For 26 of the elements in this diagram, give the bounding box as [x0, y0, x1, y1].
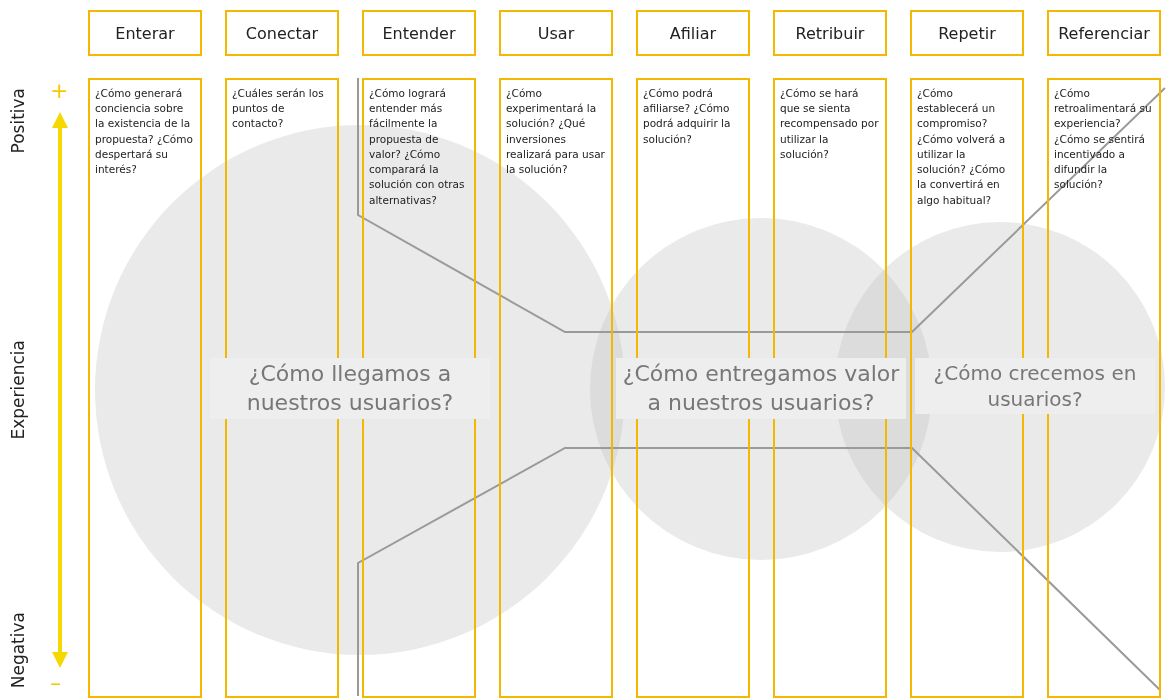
axis-label: Experiencia [8, 340, 28, 440]
stage-header: Entender [362, 10, 476, 56]
question-text: ¿Cómo logrará entender más fácilmente la propuesta de valor? ¿Cómo comparará la solución con otras alternativas? [369, 86, 466, 208]
stage-header: Repetir [910, 10, 1024, 56]
question-text: ¿Cómo retroalimentará su experiencia? ¿Cómo se sentirá incentivado a difundir la solución? [1054, 86, 1153, 193]
minus-sign: – [50, 672, 61, 694]
stage-header: Afiliar [636, 10, 750, 56]
stage-header: Referenciar [1047, 10, 1161, 56]
question-text: ¿Cómo establecerá un compromiso? ¿Cómo volverá a utilizar la solución? ¿Cómo la convertirá en algo habitual? [917, 86, 1007, 208]
circle-title: ¿Cómo crecemos en usuarios? [915, 358, 1155, 414]
axis-label: Negativa [8, 612, 28, 689]
stage-header: Usar [499, 10, 613, 56]
question-text: ¿Cómo experimentará la solución? ¿Qué inversiones realizará para usar la solución? [506, 86, 606, 178]
circle-title: ¿Cómo llegamos a nuestros usuarios? [210, 358, 490, 420]
stage-header: Enterar [88, 10, 202, 56]
stage-header: Retribuir [773, 10, 887, 56]
plus-sign: + [50, 80, 69, 102]
question-text: ¿Cómo podrá afiliarse? ¿Cómo podrá adquirir la solución? [643, 86, 732, 147]
question-text: ¿Cómo se hará que se sienta recompensado por utilizar la solución? [780, 86, 880, 162]
axis-label: Positiva [8, 88, 28, 154]
question-column [88, 78, 202, 698]
stage-header: Conectar [225, 10, 339, 56]
circle-title: ¿Cómo entregamos valor a nuestros usuarios? [616, 358, 906, 420]
question-text: ¿Cómo generará conciencia sobre la existencia de la propuesta? ¿Cómo despertará su interés? [95, 86, 194, 178]
question-column [499, 78, 613, 698]
question-text: ¿Cuáles serán los puntos de contacto? [232, 86, 325, 132]
